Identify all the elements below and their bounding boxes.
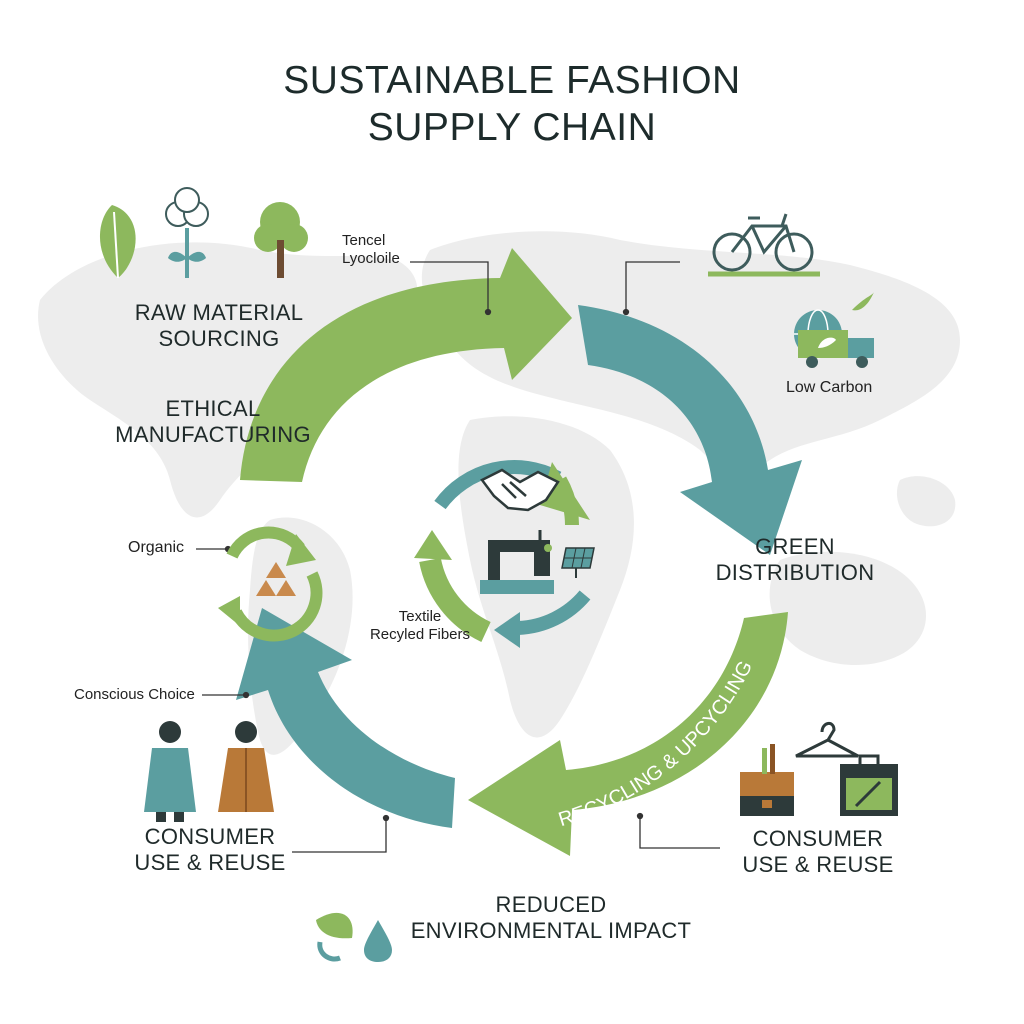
recycle-icon bbox=[218, 526, 323, 642]
handshake-icon bbox=[480, 468, 560, 512]
annotation-organic: Organic bbox=[128, 539, 185, 556]
globe-truck-icon bbox=[794, 292, 874, 368]
label-green-distribution: GREEN DISTRIBUTION bbox=[715, 534, 875, 585]
annotation-low-carbon: Low Carbon bbox=[786, 379, 873, 396]
label-reduced-impact: REDUCED ENVIRONMENTAL IMPACT bbox=[410, 892, 692, 943]
arrow-consumer bbox=[236, 608, 455, 828]
leaf-icon bbox=[99, 205, 136, 279]
briefcase-icon bbox=[840, 754, 898, 816]
cotton-flower-icon bbox=[165, 187, 209, 278]
page-title: SUSTAINABLE FASHION SUPPLY CHAIN bbox=[283, 59, 741, 149]
arrow-green-distribution bbox=[578, 305, 802, 555]
solar-panel-icon bbox=[561, 547, 595, 578]
label-consumer-right: CONSUMER USE & REUSE bbox=[742, 826, 894, 877]
label-consumer-left: CONSUMER USE & REUSE bbox=[134, 824, 286, 875]
hanger-icon bbox=[795, 722, 859, 758]
annotation-tencel: Tencel Lyocloile bbox=[342, 232, 400, 267]
water-leaf-icon bbox=[316, 912, 353, 962]
leader-lines bbox=[196, 261, 720, 853]
label-raw-material: RAW MATERIAL SOURCING bbox=[134, 300, 304, 351]
tools-bag-icon bbox=[740, 744, 794, 816]
main-cycle bbox=[236, 248, 802, 856]
sewing-machine-icon bbox=[480, 530, 554, 594]
man-consumer-icon bbox=[218, 721, 274, 812]
arrow-recycling bbox=[468, 612, 788, 856]
label-ethical-manufacturing: ETHICAL MANUFACTURING bbox=[115, 396, 311, 447]
bicycle-icon bbox=[708, 213, 820, 277]
arrow-raw-to-green bbox=[240, 248, 572, 482]
inner-cycle: BOGDAD bbox=[414, 460, 591, 648]
annotation-textile: Textile Recyled Fibers bbox=[369, 608, 471, 643]
annotation-conscious-choice: Conscious Choice bbox=[74, 686, 195, 703]
woman-consumer-icon bbox=[144, 721, 196, 822]
tree-icon bbox=[254, 202, 308, 278]
water-drop-icon bbox=[364, 920, 392, 962]
